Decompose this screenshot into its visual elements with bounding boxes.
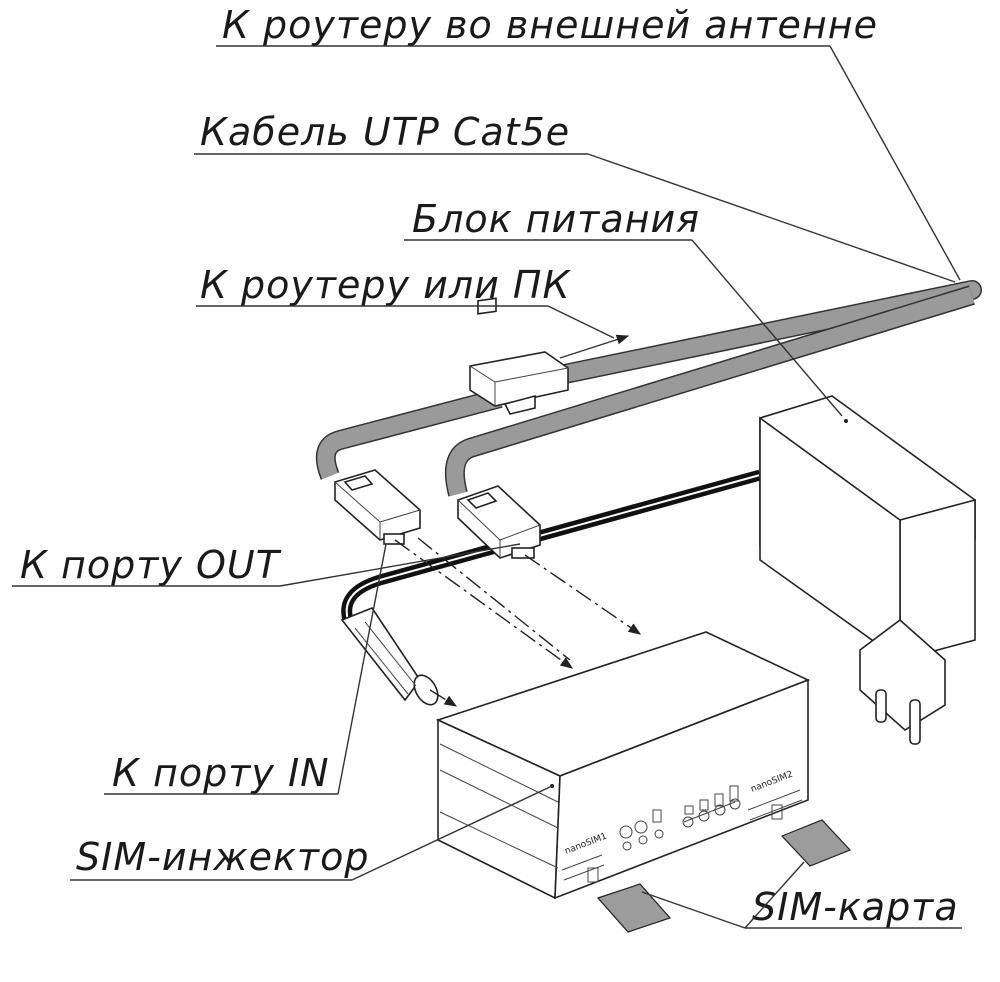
label-router-external-antenna: К роутеру во внешней антенне	[216, 3, 961, 281]
label-cable-utp: Кабель UTP Cat5e	[194, 110, 956, 283]
svg-text:SIM-карта: SIM-карта	[752, 885, 959, 929]
label-power-supply: Блок питания	[404, 197, 843, 417]
power-supply	[759, 395, 976, 745]
dc-plug	[340, 607, 439, 706]
gear-icon	[619, 825, 633, 839]
utp-cable	[315, 280, 982, 497]
rj45-coupler	[469, 297, 569, 415]
sim-cards	[596, 819, 852, 933]
label-port-in: К порту IN	[104, 543, 387, 795]
svg-text:Блок питания: Блок питания	[412, 197, 700, 241]
rj45-connector-out	[334, 469, 421, 545]
ethernet-port-icon	[634, 820, 648, 834]
power-cable	[341, 469, 762, 622]
svg-text:Кабель UTP Cat5e: Кабель UTP Cat5e	[200, 110, 570, 154]
label-sim-card: SIM-карта	[641, 861, 962, 929]
svg-text:К роутеру или ПК: К роутеру или ПК	[200, 263, 571, 307]
label-port-out: К порту OUT	[12, 543, 521, 587]
svg-text:SIM-инжектор: SIM-инжектор	[76, 835, 369, 879]
sim-injector-device: nanoSIM1 nanoSIM2	[435, 631, 811, 900]
svg-text:К порту OUT: К порту OUT	[20, 543, 282, 587]
rj45-connector-2	[457, 485, 541, 559]
svg-text:К роутеру во внешней антенне: К роутеру во внешней антенне	[222, 3, 878, 47]
arrow-to-router	[559, 334, 630, 359]
label-to-router-pc: К роутеру или ПК	[196, 263, 615, 339]
label-sim-injector: SIM-инжектор	[70, 785, 553, 881]
svg-text:К порту IN: К порту IN	[112, 751, 330, 795]
